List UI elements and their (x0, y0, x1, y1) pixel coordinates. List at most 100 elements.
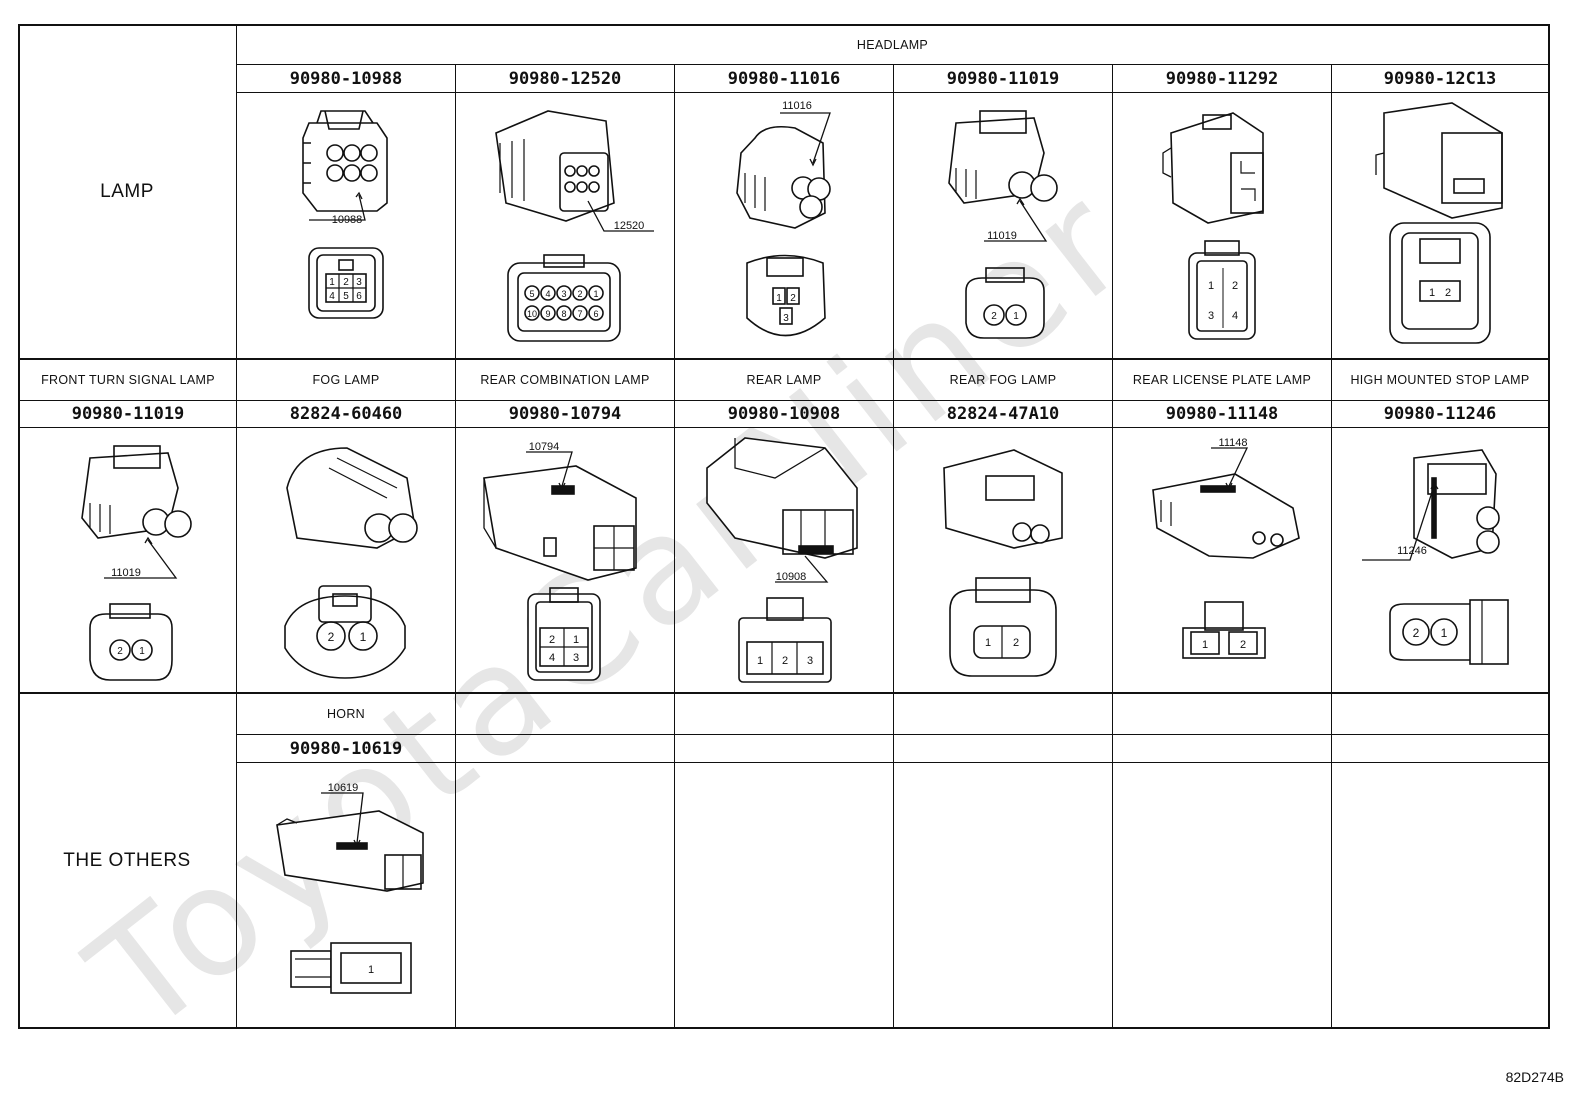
connector-drawing: 11019 2 1 (20, 428, 236, 692)
grid-line (455, 360, 456, 400)
svg-text:6: 6 (356, 291, 362, 302)
grid-line (674, 360, 675, 400)
svg-text:1: 1 (985, 637, 991, 649)
svg-text:4: 4 (549, 652, 555, 664)
svg-text:1: 1 (1429, 287, 1435, 299)
svg-text:1: 1 (1013, 311, 1019, 322)
grid-line (236, 24, 237, 1029)
callout-label: 10988 (332, 214, 363, 226)
callout-label: 11019 (111, 567, 141, 579)
group-headlamp: HEADLAMP (856, 38, 929, 52)
svg-text:7: 7 (577, 309, 582, 319)
svg-text:3: 3 (1208, 310, 1214, 322)
svg-text:1: 1 (368, 964, 374, 976)
svg-text:1: 1 (329, 277, 335, 288)
part-number: 90980-11019 (946, 68, 1060, 89)
grid-line (18, 358, 1550, 360)
grid-line (18, 400, 1550, 401)
svg-text:2: 2 (1232, 280, 1238, 292)
group-label: REAR COMBINATION LAMP (480, 373, 650, 387)
connector-drawing: 1 2 (1332, 93, 1548, 358)
group-label: REAR FOG LAMP (949, 373, 1057, 387)
svg-text:2: 2 (117, 646, 123, 657)
svg-text:1: 1 (757, 655, 763, 667)
category-lamp: LAMP (100, 181, 154, 202)
svg-text:2: 2 (328, 630, 335, 644)
callout-label: 11019 (987, 230, 1017, 242)
part-number: 90980-12520 (508, 68, 622, 89)
svg-text:8: 8 (561, 309, 566, 319)
part-number: 90980-11292 (1165, 68, 1279, 89)
part-number: 90980-11148 (1165, 404, 1279, 424)
grid-line (455, 64, 456, 1028)
svg-text:3: 3 (356, 277, 362, 288)
callout-label: 11246 (1397, 545, 1427, 557)
svg-text:1: 1 (593, 289, 598, 299)
svg-text:6: 6 (593, 309, 598, 319)
group-label: REAR LAMP (746, 373, 822, 387)
part-number: 82824-60460 (289, 404, 403, 424)
svg-text:3: 3 (807, 655, 813, 667)
callout-label: 10794 (529, 441, 560, 453)
grid-line (893, 360, 894, 400)
group-label: FRONT TURN SIGNAL LAMP (41, 373, 215, 387)
svg-text:4: 4 (1232, 310, 1238, 322)
svg-text:4: 4 (329, 291, 335, 302)
callout-label: 11148 (1219, 437, 1248, 449)
svg-text:2: 2 (782, 655, 788, 667)
svg-text:10: 10 (527, 309, 537, 319)
svg-text:3: 3 (573, 652, 579, 664)
svg-text:5: 5 (529, 289, 534, 299)
svg-text:1: 1 (1202, 639, 1208, 651)
connector-drawing: 11246 2 1 (1332, 428, 1548, 692)
callout-label: 11016 (782, 100, 812, 112)
group-label: FOG LAMP (312, 373, 380, 387)
svg-text:4: 4 (545, 289, 550, 299)
svg-text:2: 2 (790, 293, 796, 304)
sheet-reference: 82D274B (1505, 1069, 1564, 1085)
svg-text:1: 1 (1441, 626, 1448, 640)
grid-line (18, 1027, 1550, 1029)
group-label: HORN (326, 707, 365, 721)
svg-text:2: 2 (1013, 637, 1019, 649)
svg-text:5: 5 (343, 291, 349, 302)
group-label: HIGH MOUNTED STOP LAMP (1350, 373, 1530, 387)
connector-drawing: 10988 1 2 3 4 5 6 (237, 93, 455, 358)
connector-drawing: 11148 1 2 (1113, 428, 1331, 692)
part-number: 90980-10908 (727, 404, 841, 424)
svg-text:1: 1 (776, 293, 782, 304)
svg-text:2: 2 (1413, 626, 1420, 640)
grid-line (893, 64, 894, 1028)
part-number: 90980-11019 (71, 404, 185, 424)
callout-label: 12520 (614, 220, 645, 232)
connector-drawing: 10908 1 2 3 (675, 428, 893, 692)
part-number: 90980-10794 (508, 404, 622, 424)
grid-line (1548, 24, 1550, 1029)
grid-line (1331, 360, 1332, 400)
svg-text:1: 1 (360, 630, 367, 644)
svg-text:2: 2 (1240, 639, 1246, 651)
category-others: THE OTHERS (63, 849, 191, 871)
grid-line (1112, 360, 1113, 400)
group-label: REAR LICENSE PLATE LAMP (1132, 373, 1312, 387)
part-number: 90980-10988 (289, 68, 403, 89)
svg-text:9: 9 (545, 309, 550, 319)
grid-line (1112, 64, 1113, 1028)
grid-line (674, 64, 675, 1028)
svg-text:2: 2 (549, 634, 555, 646)
connector-drawing: 11016 1 2 3 (675, 93, 893, 358)
svg-text:2: 2 (577, 289, 582, 299)
connector-drawing: 12520 5 4 3 2 1 10 9 8 7 6 (456, 93, 674, 358)
grid-line (18, 427, 1550, 428)
grid-line (1331, 64, 1332, 1028)
svg-text:3: 3 (561, 289, 566, 299)
svg-text:1: 1 (573, 634, 579, 646)
part-number: 82824-47A10 (946, 404, 1060, 424)
connector-drawing: 2 1 (237, 428, 455, 692)
svg-text:1: 1 (139, 646, 145, 657)
svg-text:3: 3 (783, 313, 789, 324)
callout-label: 10908 (776, 571, 807, 583)
part-number: 90980-12C13 (1383, 68, 1497, 89)
callout-label: 10619 (328, 782, 359, 794)
